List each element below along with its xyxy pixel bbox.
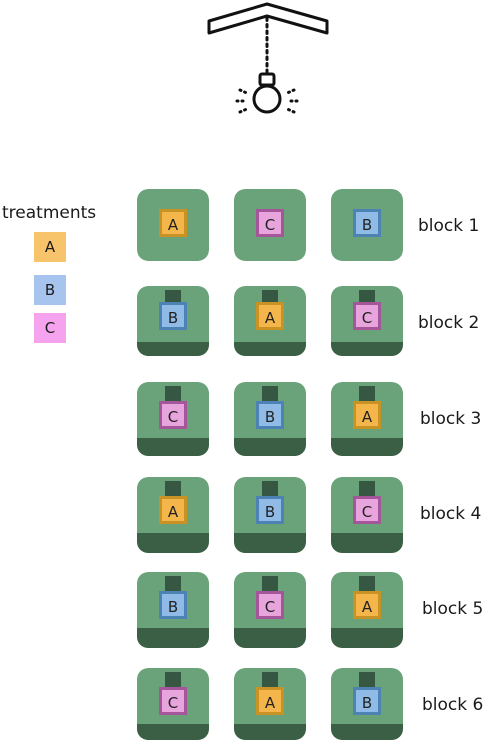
- pot-shadow: [262, 481, 278, 499]
- plot-block3-col3: A: [331, 382, 403, 456]
- block-label: block 3: [420, 409, 482, 429]
- pot-shadow: [165, 576, 181, 594]
- treatment-pot-c: C: [353, 496, 381, 524]
- treatment-pot-c: C: [159, 401, 187, 429]
- treatment-pot-c: C: [256, 209, 284, 237]
- treatment-pot-b: B: [353, 209, 381, 237]
- treatment-pot-c: C: [353, 302, 381, 330]
- legend-swatch-b: B: [34, 275, 66, 305]
- plot-block4-col3: C: [331, 477, 403, 553]
- plot-block6-col1: C: [137, 668, 209, 740]
- treatment-pot-a: A: [159, 209, 187, 237]
- block-label: block 2: [418, 313, 480, 333]
- pot-shadow: [165, 386, 181, 404]
- treatment-pot-a: A: [353, 401, 381, 429]
- pot-shadow: [165, 481, 181, 499]
- plot-block5-col3: A: [331, 572, 403, 648]
- plot-block4-col1: A: [137, 477, 209, 553]
- plot-block5-col2: C: [234, 572, 306, 648]
- pot-shadow: [165, 672, 181, 690]
- treatment-pot-a: A: [159, 496, 187, 524]
- light-rays: [235, 88, 299, 114]
- light-bulb-icon: [252, 72, 282, 114]
- legend-title: treatments: [2, 203, 97, 223]
- plot-block6-col3: B: [331, 668, 403, 740]
- plot-block1-col2: C: [234, 189, 306, 261]
- treatment-pot-b: B: [256, 496, 284, 524]
- lamp-shade: [207, 2, 329, 35]
- lamp-icon: [207, 2, 329, 114]
- plot-block2-col3: C: [331, 286, 403, 356]
- legend-swatch-c: C: [34, 313, 66, 343]
- pot-shadow: [359, 576, 375, 594]
- treatment-pot-a: A: [256, 302, 284, 330]
- block-label: block 6: [422, 695, 484, 715]
- treatment-pot-c: C: [159, 687, 187, 715]
- treatment-pot-b: B: [159, 302, 187, 330]
- plot-block5-col1: B: [137, 572, 209, 648]
- block-label: block 5: [422, 599, 484, 619]
- pot-shadow: [262, 672, 278, 690]
- pot-shadow: [262, 386, 278, 404]
- plot-block4-col2: B: [234, 477, 306, 553]
- pot-shadow: [359, 481, 375, 499]
- pot-shadow: [359, 386, 375, 404]
- plot-block1-col1: A: [137, 189, 209, 261]
- treatment-pot-b: B: [256, 401, 284, 429]
- plot-block6-col2: A: [234, 668, 306, 740]
- treatment-pot-a: A: [353, 591, 381, 619]
- plot-block2-col2: A: [234, 286, 306, 356]
- pot-shadow: [262, 576, 278, 594]
- pot-shadow: [359, 672, 375, 690]
- treatment-pot-b: B: [353, 687, 381, 715]
- treatment-pot-b: B: [159, 591, 187, 619]
- block-label: block 1: [418, 216, 480, 236]
- treatment-pot-a: A: [256, 687, 284, 715]
- plot-block1-col3: B: [331, 189, 403, 261]
- block-label: block 4: [420, 504, 482, 524]
- plot-block3-col2: B: [234, 382, 306, 456]
- plot-block3-col1: C: [137, 382, 209, 456]
- treatment-pot-c: C: [256, 591, 284, 619]
- legend-swatch-a: A: [34, 232, 66, 262]
- plot-block2-col1: B: [137, 286, 209, 356]
